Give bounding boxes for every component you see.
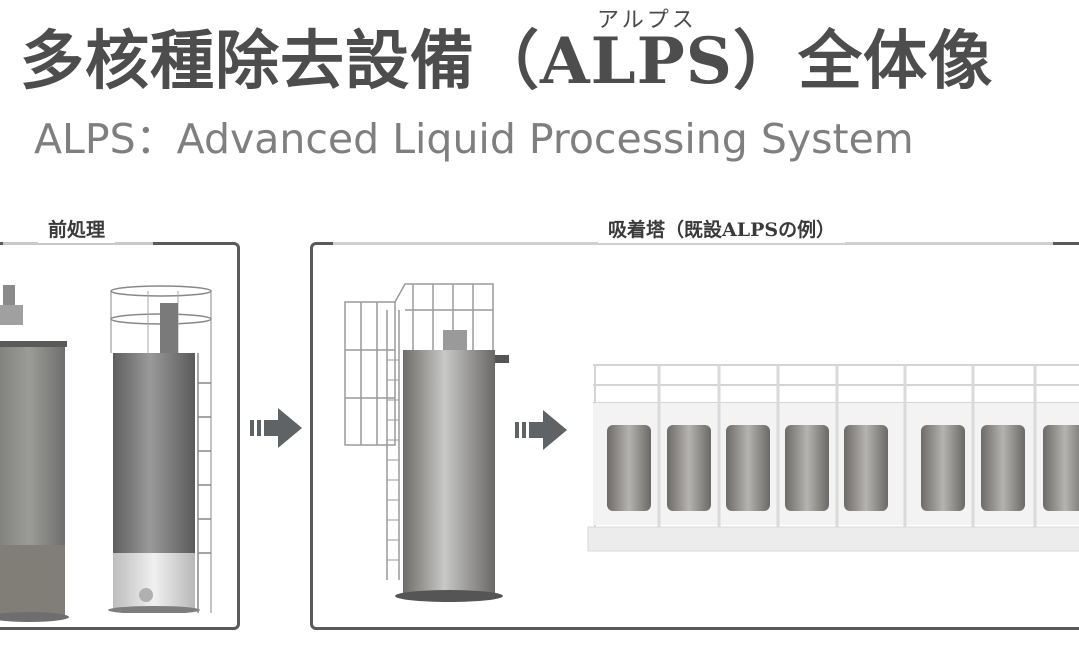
flow-arrow-icon <box>515 410 567 450</box>
label-divider <box>3 242 153 245</box>
adsorption-tower-array-image <box>587 364 1079 552</box>
label-divider <box>333 242 1053 245</box>
page-subtitle: ALPS：Advanced Liquid Processing System <box>34 115 914 163</box>
pretreatment-tank-large-image <box>0 285 69 622</box>
adsorption-tower-label: 吸着塔（既設ALPSの例） <box>598 217 846 243</box>
adsorption-tower-single-image <box>344 283 509 602</box>
title-ruby: アルプス <box>597 8 697 33</box>
pretreatment-label: 前処理 <box>38 217 116 243</box>
pretreatment-panel: 前処理 <box>0 217 240 630</box>
flow-arrow-icon <box>250 408 302 448</box>
pretreatment-tower-image <box>108 285 212 613</box>
page-title: 多核種除去設備（ALPS）全体像 <box>20 24 993 99</box>
adsorption-tower-panel: 吸着塔（既設ALPSの例） <box>310 217 1079 630</box>
